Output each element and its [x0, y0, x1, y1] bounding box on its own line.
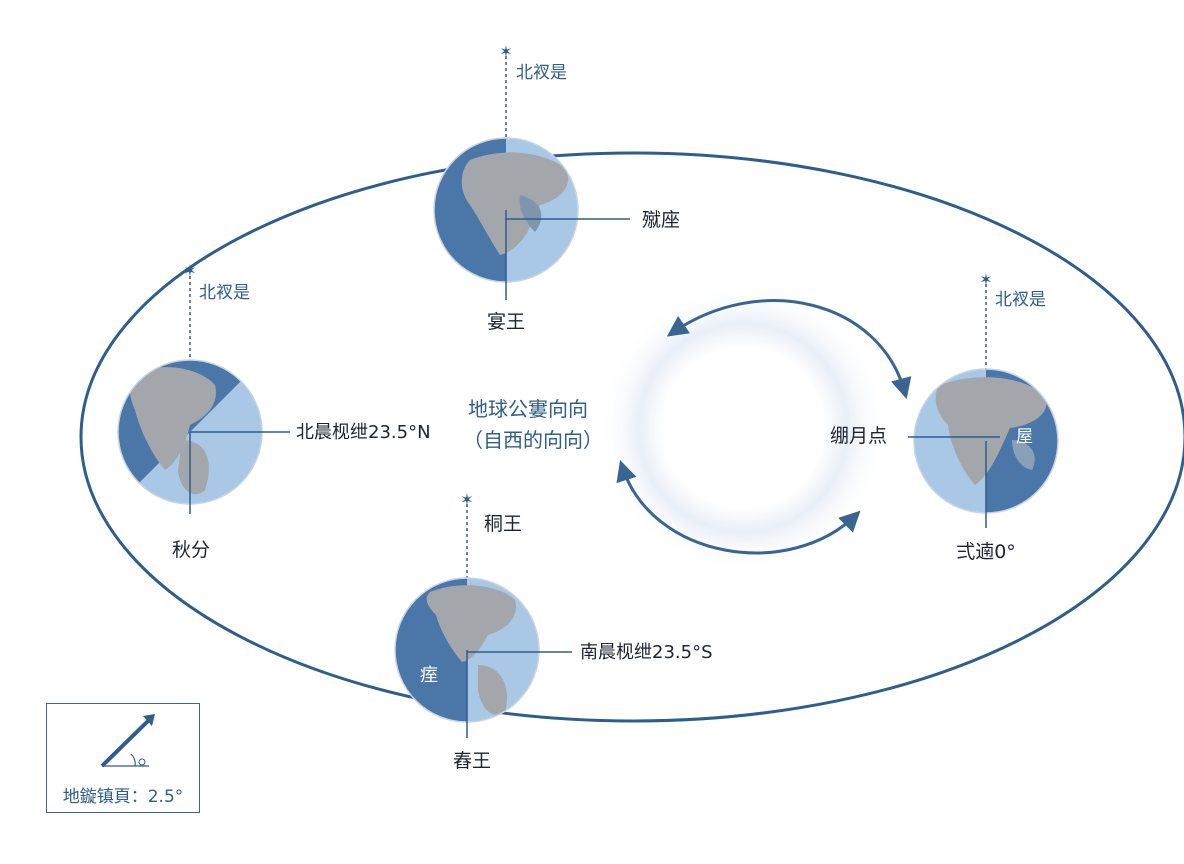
- tropic-of-cancer-label: 北晨枧绁23.5°N: [296, 422, 431, 443]
- sun: [681, 366, 805, 490]
- earth-autumn: ✶: [117, 261, 290, 514]
- season-label-autumn: 秋分: [171, 539, 211, 561]
- tilt-angle-icon: [100, 714, 155, 768]
- star-icon: ✶: [499, 42, 512, 61]
- right-side-label: 绷月点: [830, 425, 888, 447]
- earth-spring: ✶: [394, 490, 572, 738]
- star-icon: ✶: [460, 490, 473, 509]
- tilt-legend-text: 地鏇镇頁：2.5°: [62, 787, 184, 807]
- orbit-ellipse: [79, 151, 1184, 723]
- polaris-label-top: 北衩是: [516, 63, 567, 83]
- upper-rotation-arrow: [666, 299, 912, 400]
- lower-rotation-arrow: [616, 460, 861, 555]
- season-label-spring: 舂王: [452, 750, 492, 772]
- polaris-label-right: 北衩是: [995, 290, 1046, 310]
- tilt-legend: 地鏇镇頁：2.5°: [46, 703, 200, 813]
- star-icon: ✶: [979, 270, 992, 289]
- top-side-label: 殧座: [642, 209, 681, 231]
- season-label-summer: 宴王: [486, 311, 526, 333]
- bottom-star-label: 秱王: [484, 513, 523, 535]
- orbit-direction-title: 地球公寠向向: [468, 397, 588, 421]
- equator-label: 弍遖0°: [956, 541, 1016, 563]
- right-inner-label: 屋: [1016, 427, 1033, 447]
- polaris-label-left: 北衩是: [199, 283, 250, 303]
- bottom-inner-label: 痓: [420, 665, 438, 686]
- orbit-direction-subtitle: （自西的向向）: [463, 428, 603, 452]
- tropic-of-capricorn-label: 南晨枧绁23.5°S: [580, 642, 713, 663]
- star-icon: ✶: [183, 261, 196, 280]
